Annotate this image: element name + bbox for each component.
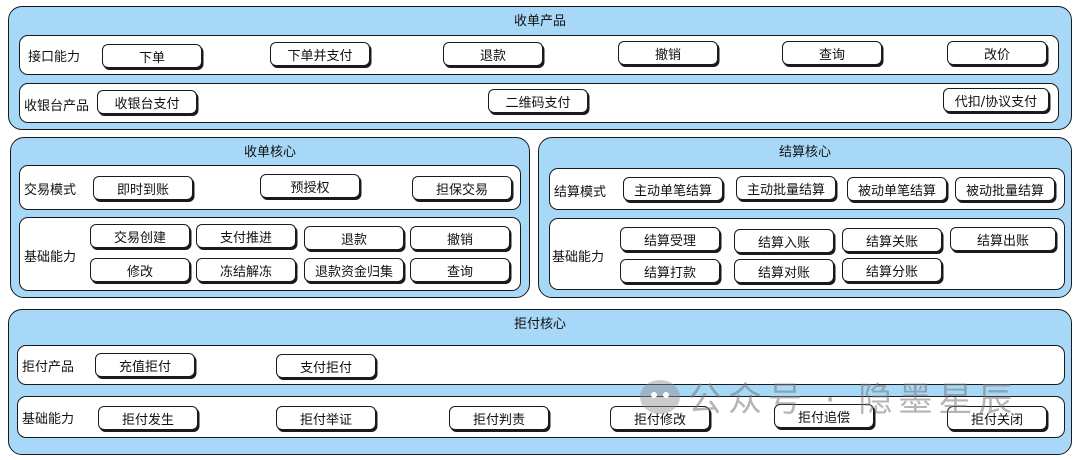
refund-button[interactable]: 退款 (443, 42, 543, 66)
active-single-settlement-button[interactable]: 主动单笔结算 (623, 177, 723, 201)
refusal-product-row: 拒付产品 充值拒付 支付拒付 (17, 345, 1065, 385)
chargeback-judge-button[interactable]: 拒付判责 (449, 406, 549, 430)
pre-authorization-button[interactable]: 预授权 (260, 174, 360, 198)
instant-arrival-button[interactable]: 即时到账 (93, 176, 193, 200)
chargeback-modify-button[interactable]: 拒付修改 (610, 406, 710, 430)
active-batch-settlement-button[interactable]: 主动批量结算 (736, 176, 836, 200)
chargeback-close-button[interactable]: 拒付关闭 (947, 406, 1047, 430)
payment-advance-button[interactable]: 支付推进 (196, 224, 296, 248)
freeze-unfreeze-button[interactable]: 冻结解冻 (196, 258, 296, 282)
query-button[interactable]: 查询 (410, 258, 510, 282)
order-and-pay-button[interactable]: 下单并支付 (270, 42, 370, 66)
place-order-button[interactable]: 下单 (102, 44, 202, 68)
settlement-split-button[interactable]: 结算分账 (842, 258, 942, 282)
passive-batch-settlement-button[interactable]: 被动批量结算 (955, 177, 1055, 201)
chargeback-occur-button[interactable]: 拒付发生 (98, 406, 198, 430)
recharge-chargeback-button[interactable]: 充值拒付 (95, 353, 195, 377)
cashier-product-row: 收银台产品 收银台支付 二维码支付 代扣/协议支付 (19, 83, 1059, 123)
settlement-remit-button[interactable]: 结算打款 (620, 259, 720, 283)
qrcode-pay-button[interactable]: 二维码支付 (488, 89, 588, 113)
settlement-close-button[interactable]: 结算关账 (842, 228, 942, 252)
trade-mode-row: 交易模式 即时到账 预授权 担保交易 (19, 165, 521, 210)
acquiring-basic-row: 基础能力 交易创建 支付推进 退款 撤销 修改 冻结解冻 退款资金归集 查询 (19, 217, 521, 291)
agreement-pay-button[interactable]: 代扣/协议支付 (943, 88, 1049, 112)
settlement-core-panel: 结算核心 结算模式 主动单笔结算 主动批量结算 被动单笔结算 被动批量结算 基础… (538, 137, 1072, 298)
interface-capability-row: 接口能力 下单 下单并支付 退款 撤销 查询 改价 (19, 35, 1059, 75)
settlement-mode-row: 结算模式 主动单笔结算 主动批量结算 被动单笔结算 被动批量结算 (549, 168, 1065, 210)
row-label: 交易模式 (24, 183, 77, 198)
chargeback-evidence-button[interactable]: 拒付举证 (276, 406, 376, 430)
query-button[interactable]: 查询 (782, 41, 882, 65)
acquiring-core-panel: 收单核心 交易模式 即时到账 预授权 担保交易 基础能力 交易创建 支付推进 退… (10, 137, 530, 298)
trade-create-button[interactable]: 交易创建 (90, 224, 190, 248)
passive-single-settlement-button[interactable]: 被动单笔结算 (847, 177, 947, 201)
settlement-payout-ledger-button[interactable]: 结算出账 (950, 227, 1056, 251)
refund-button[interactable]: 退款 (304, 226, 404, 250)
modify-button[interactable]: 修改 (90, 258, 190, 282)
acquiring-product-title: 收单产品 (513, 14, 566, 29)
payment-chargeback-button[interactable]: 支付拒付 (276, 354, 376, 378)
guaranteed-trade-button[interactable]: 担保交易 (412, 176, 512, 200)
change-price-button[interactable]: 改价 (947, 41, 1047, 65)
settlement-reconcile-button[interactable]: 结算对账 (734, 259, 834, 283)
acquiring-core-title: 收单核心 (243, 145, 296, 160)
refusal-core-panel: 拒付核心 拒付产品 充值拒付 支付拒付 基础能力 拒付发生 拒付举证 拒付判责 … (8, 309, 1072, 455)
row-label: 拒付产品 (22, 360, 75, 375)
row-label: 接口能力 (28, 50, 81, 65)
refund-fund-collection-button[interactable]: 退款资金归集 (304, 258, 404, 282)
cancel-button[interactable]: 撤销 (410, 226, 510, 250)
chargeback-recover-button[interactable]: 拒付追偿 (774, 404, 874, 428)
refusal-basic-row: 基础能力 拒付发生 拒付举证 拒付判责 拒付修改 拒付追偿 拒付关闭 (17, 396, 1065, 438)
settlement-core-title: 结算核心 (778, 145, 831, 160)
cancel-button[interactable]: 撤销 (618, 41, 718, 65)
cashier-pay-button[interactable]: 收银台支付 (97, 90, 197, 114)
row-label: 结算模式 (554, 185, 607, 200)
settlement-credit-button[interactable]: 结算入账 (734, 229, 834, 253)
row-label: 基础能力 (24, 250, 77, 265)
row-label: 基础能力 (552, 250, 605, 265)
row-label: 收银台产品 (24, 99, 90, 114)
row-label: 基础能力 (22, 412, 75, 427)
settlement-basic-row: 基础能力 结算受理 结算入账 结算关账 结算出账 结算打款 结算对账 结算分账 (549, 218, 1065, 290)
acquiring-product-panel: 收单产品 接口能力 下单 下单并支付 退款 撤销 查询 改价 收银台产品 收银台… (8, 6, 1072, 130)
settlement-accept-button[interactable]: 结算受理 (620, 227, 720, 251)
refusal-core-title: 拒付核心 (513, 317, 566, 332)
